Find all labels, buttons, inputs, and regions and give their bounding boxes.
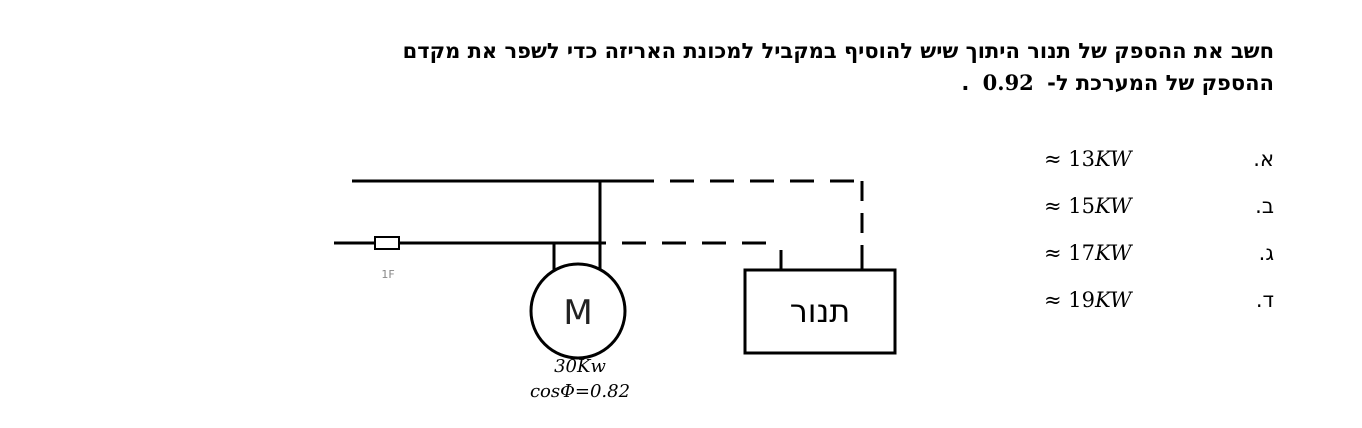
motor-power-factor-label: cosΦ=0.82 (530, 381, 630, 402)
oven-label: תנור (790, 292, 851, 330)
motor-letter: M (563, 293, 592, 333)
answer-letter: א. (1253, 147, 1274, 171)
motor-symbol (529, 262, 627, 360)
answer-options: א. ≈ 13KW ב. ≈ 15KW ג. ≈ 17KW ד. ≈ 19KW (1044, 147, 1274, 335)
answer-option-b[interactable]: ב. ≈ 15KW (1044, 194, 1274, 241)
answer-value: ≈ 13KW (1044, 147, 1132, 171)
question-line-2-suffix: . (961, 71, 970, 95)
question-line-2-prefix: ההספק של המערכת ל- (1047, 71, 1274, 95)
answer-option-d[interactable]: ד. ≈ 19KW (1044, 288, 1274, 335)
question-line-2: ההספק של המערכת ל- 0.92 . (314, 67, 1274, 99)
answer-letter: ג. (1258, 241, 1274, 265)
answer-value: ≈ 17KW (1044, 241, 1132, 265)
answer-value: ≈ 19KW (1044, 288, 1132, 312)
answer-option-a[interactable]: א. ≈ 13KW (1044, 147, 1274, 194)
answer-value: ≈ 15KW (1044, 194, 1132, 218)
answer-option-c[interactable]: ג. ≈ 17KW (1044, 241, 1274, 288)
answer-letter: ב. (1255, 194, 1274, 218)
question-line-1: חשב את ההספק של תנור היתוך שיש להוסיף במ… (402, 39, 1274, 63)
question-text: חשב את ההספק של תנור היתוך שיש להוסיף במ… (314, 36, 1274, 99)
fuse-symbol (374, 236, 400, 250)
motor-power-label: 30Kw (554, 356, 606, 377)
target-power-factor: 0.92 (982, 70, 1034, 95)
fuse-label: 1F (381, 268, 394, 281)
answer-letter: ד. (1255, 288, 1274, 312)
oven-box (743, 268, 897, 355)
